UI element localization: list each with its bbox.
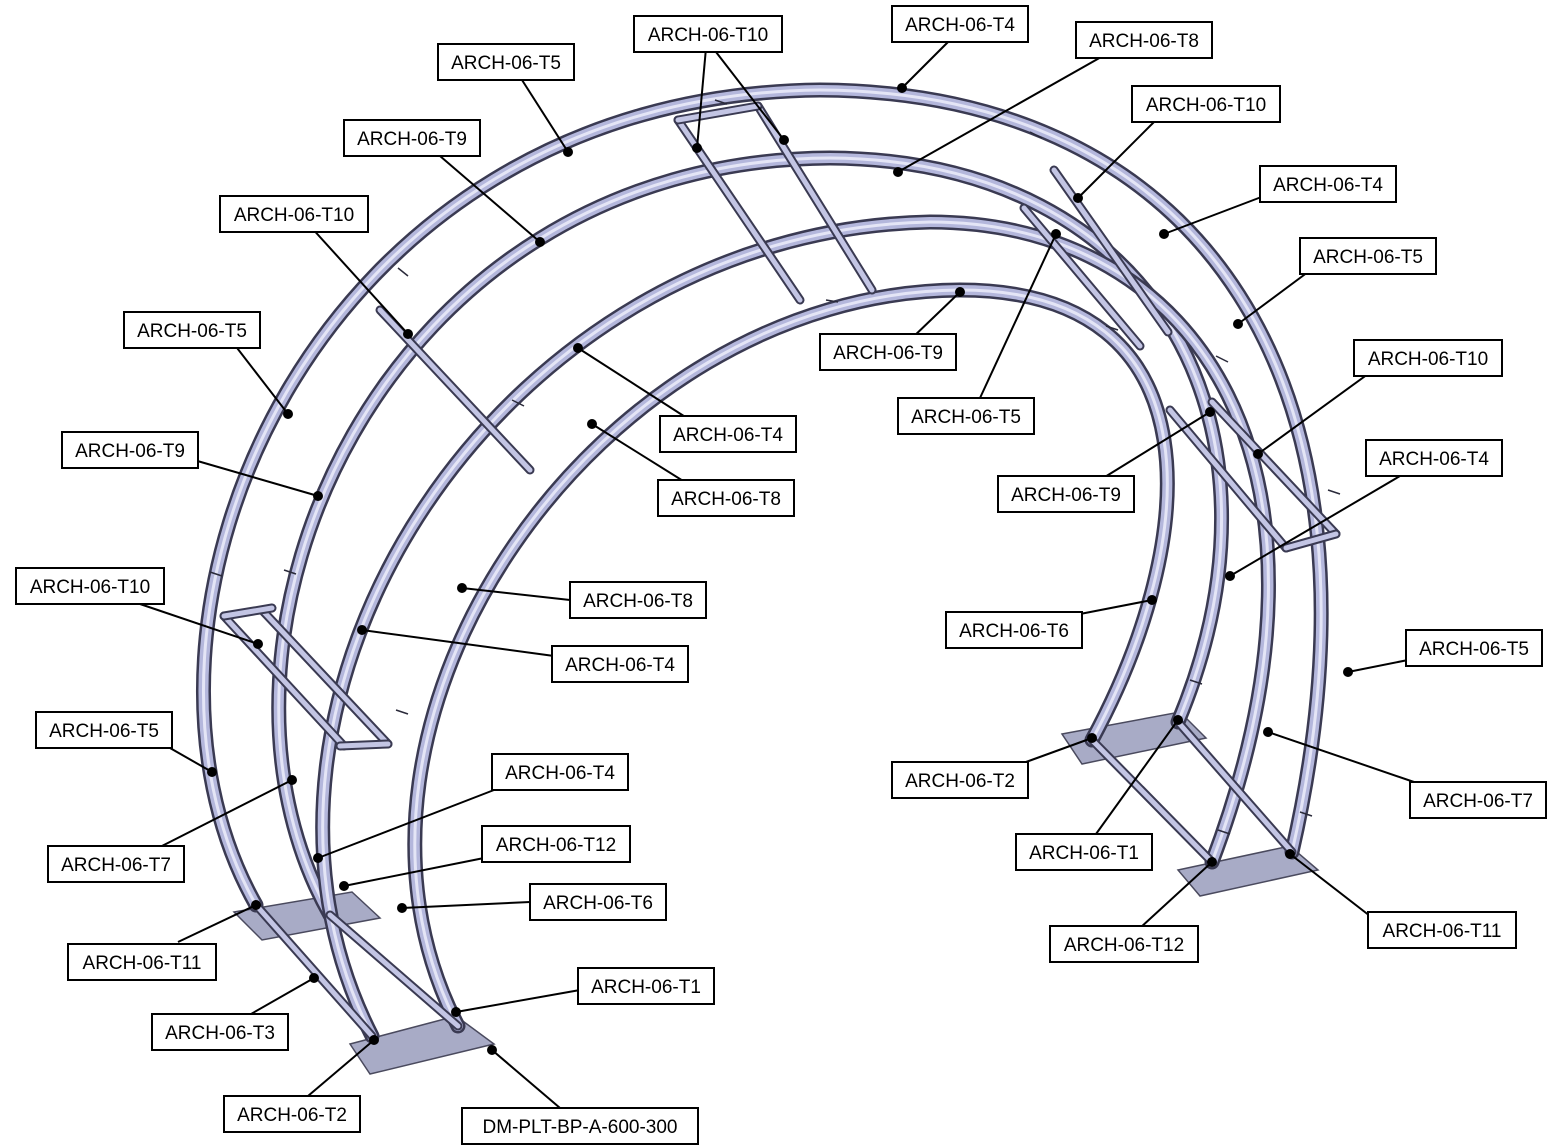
callout-label: ARCH-06-T5 bbox=[437, 43, 575, 81]
callout-label: ARCH-06-T5 bbox=[1405, 629, 1543, 667]
callout-text: ARCH-06-T11 bbox=[83, 953, 202, 974]
callout-label: ARCH-06-T2 bbox=[891, 761, 1029, 799]
callout-text: ARCH-06-T7 bbox=[61, 855, 171, 876]
callout-label: ARCH-06-T7 bbox=[1409, 781, 1547, 819]
callout-text: ARCH-06-T10 bbox=[234, 205, 354, 226]
callout-label: ARCH-06-T4 bbox=[1365, 439, 1503, 477]
callout-label: ARCH-06-T10 bbox=[1131, 85, 1281, 123]
callout-label: ARCH-06-T4 bbox=[659, 415, 797, 453]
callout-label: ARCH-06-T8 bbox=[569, 581, 707, 619]
callout-text: ARCH-06-T2 bbox=[237, 1105, 347, 1126]
callout-label: ARCH-06-T4 bbox=[891, 5, 1029, 43]
callout-labels: ARCH-06-T4 ARCH-06-T10 ARCH-06-T8 ARCH-0… bbox=[15, 5, 1547, 1145]
callout-label: ARCH-06-T7 bbox=[47, 845, 185, 883]
callout-text: ARCH-06-T10 bbox=[1368, 349, 1488, 370]
callout-text: ARCH-06-T8 bbox=[671, 489, 781, 510]
callout-label: ARCH-06-T1 bbox=[1015, 833, 1153, 871]
callout-text: ARCH-06-T4 bbox=[1273, 175, 1383, 196]
callout-text: ARCH-06-T4 bbox=[1379, 449, 1489, 470]
callout-text: ARCH-06-T9 bbox=[75, 441, 185, 462]
callout-label: ARCH-06-T4 bbox=[551, 645, 689, 683]
callout-text: ARCH-06-T6 bbox=[543, 893, 653, 914]
callout-label: ARCH-06-T9 bbox=[61, 431, 199, 469]
callout-text: ARCH-06-T12 bbox=[1064, 935, 1184, 956]
callout-text: ARCH-06-T2 bbox=[905, 771, 1015, 792]
callout-text: ARCH-06-T10 bbox=[30, 577, 150, 598]
callout-label: ARCH-06-T9 bbox=[997, 475, 1135, 513]
callout-label: ARCH-06-T5 bbox=[897, 397, 1035, 435]
callout-text: ARCH-06-T12 bbox=[496, 835, 616, 856]
leader-lines bbox=[139, 31, 1415, 1109]
callout-text: ARCH-06-T5 bbox=[49, 721, 159, 742]
callout-text: ARCH-06-T5 bbox=[451, 53, 561, 74]
arch-tubes bbox=[196, 82, 1329, 1044]
tube-joints bbox=[209, 99, 1341, 835]
callout-label: ARCH-06-T5 bbox=[123, 311, 261, 349]
callout-text: ARCH-06-T9 bbox=[357, 129, 467, 150]
base-plates bbox=[232, 711, 1320, 1075]
callout-label: ARCH-06-T6 bbox=[945, 611, 1083, 649]
callout-text: ARCH-06-T8 bbox=[583, 591, 693, 612]
callout-text: ARCH-06-T4 bbox=[673, 425, 783, 446]
callout-label: ARCH-06-T12 bbox=[481, 825, 631, 863]
callout-text: ARCH-06-T11 bbox=[1383, 921, 1502, 942]
callout-text: ARCH-06-T5 bbox=[1419, 639, 1529, 660]
callout-label: ARCH-06-T5 bbox=[35, 711, 173, 749]
base-plate-front-right bbox=[1176, 845, 1320, 897]
callout-text: ARCH-06-T5 bbox=[137, 321, 247, 342]
callout-text: ARCH-06-T8 bbox=[1089, 31, 1199, 52]
callout-label: ARCH-06-T10 bbox=[1353, 339, 1503, 377]
callout-label: ARCH-06-T11 bbox=[1367, 911, 1517, 949]
callout-label: ARCH-06-T9 bbox=[819, 333, 957, 371]
callout-label: ARCH-06-T10 bbox=[15, 567, 165, 605]
callout-text: ARCH-06-T9 bbox=[833, 343, 943, 364]
callout-text: DM-PLT-BP-A-600-300 bbox=[483, 1117, 678, 1138]
callout-text: ARCH-06-T1 bbox=[591, 977, 701, 998]
callout-label: ARCH-06-T2 bbox=[223, 1095, 361, 1133]
callout-text: ARCH-06-T4 bbox=[505, 763, 615, 784]
callout-label: ARCH-06-T10 bbox=[219, 195, 369, 233]
callout-text: ARCH-06-T9 bbox=[1011, 485, 1121, 506]
callout-text: ARCH-06-T3 bbox=[165, 1023, 275, 1044]
callout-text: ARCH-06-T5 bbox=[1313, 247, 1423, 268]
callout-label: ARCH-06-T4 bbox=[491, 753, 629, 791]
arch-d-tube bbox=[407, 282, 1175, 1034]
callout-label: ARCH-06-T8 bbox=[1075, 21, 1213, 59]
callout-label: ARCH-06-T10 bbox=[633, 15, 783, 53]
callout-text: ARCH-06-T4 bbox=[565, 655, 675, 676]
callout-label: ARCH-06-T12 bbox=[1049, 925, 1199, 963]
callout-text: ARCH-06-T10 bbox=[1146, 95, 1266, 116]
callout-label: ARCH-06-T1 bbox=[577, 967, 715, 1005]
callout-label: ARCH-06-T6 bbox=[529, 883, 667, 921]
callout-text: ARCH-06-T1 bbox=[1029, 843, 1139, 864]
callout-label: ARCH-06-T3 bbox=[151, 1013, 289, 1051]
callout-text: ARCH-06-T5 bbox=[911, 407, 1021, 428]
callout-label: ARCH-06-T8 bbox=[657, 479, 795, 517]
leader-dots bbox=[207, 83, 1353, 1055]
callout-label: ARCH-06-T5 bbox=[1299, 237, 1437, 275]
callout-text: ARCH-06-T4 bbox=[905, 15, 1015, 36]
callout-label: DM-PLT-BP-A-600-300 bbox=[461, 1107, 699, 1145]
callout-label: ARCH-06-T11 bbox=[67, 943, 217, 981]
callout-text: ARCH-06-T7 bbox=[1423, 791, 1533, 812]
callout-text: ARCH-06-T6 bbox=[959, 621, 1069, 642]
callout-label: ARCH-06-T9 bbox=[343, 119, 481, 157]
callout-label: ARCH-06-T4 bbox=[1259, 165, 1397, 203]
callout-text: ARCH-06-T10 bbox=[648, 25, 768, 46]
